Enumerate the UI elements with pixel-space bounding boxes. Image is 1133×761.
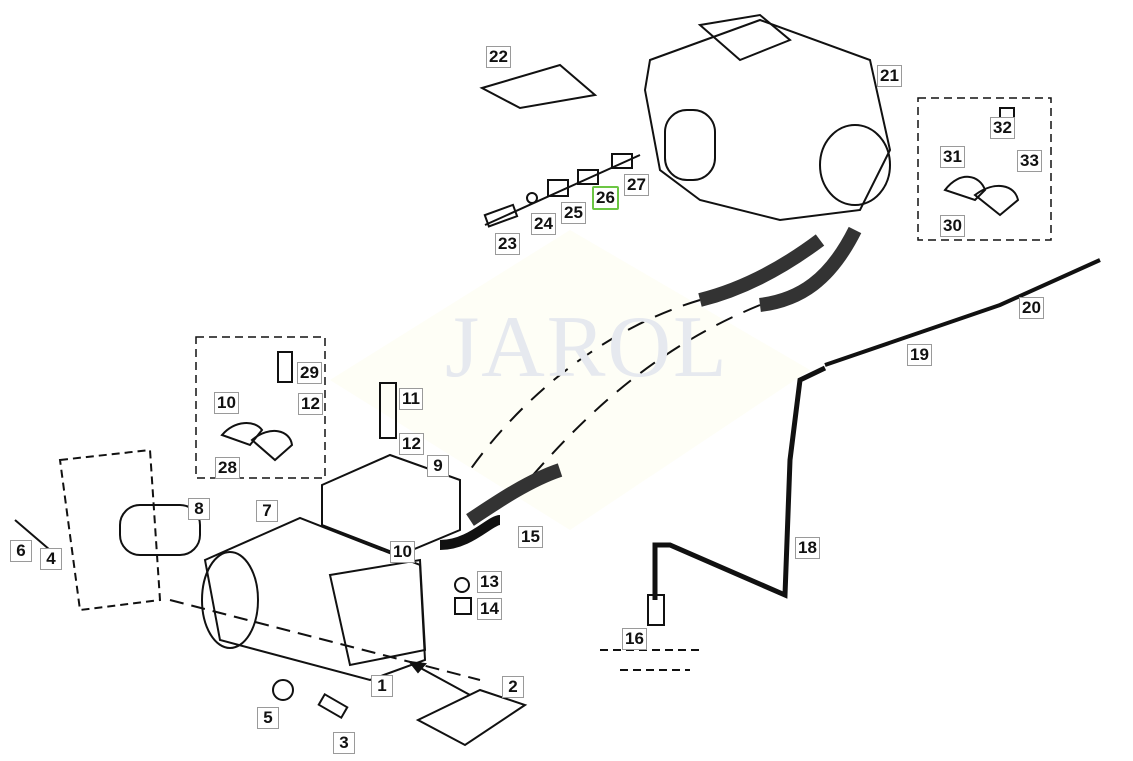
part-label-8[interactable]: 8 xyxy=(188,498,210,520)
part-label-19[interactable]: 19 xyxy=(907,344,932,366)
part-label-15[interactable]: 15 xyxy=(518,526,543,548)
part-label-3[interactable]: 3 xyxy=(333,732,355,754)
part-label-24[interactable]: 24 xyxy=(531,213,556,235)
part-label-10[interactable]: 10 xyxy=(214,392,239,414)
part-label-11[interactable]: 11 xyxy=(399,388,423,410)
part-label-32[interactable]: 32 xyxy=(990,117,1015,139)
part-label-4[interactable]: 4 xyxy=(40,548,62,570)
part-label-20[interactable]: 20 xyxy=(1019,297,1044,319)
part-label-21[interactable]: 21 xyxy=(877,65,902,87)
part-label-27[interactable]: 27 xyxy=(624,174,649,196)
part-label-14[interactable]: 14 xyxy=(477,598,502,620)
part-label-1[interactable]: 1 xyxy=(371,675,393,697)
part-label-13[interactable]: 13 xyxy=(477,571,502,593)
part-label-7[interactable]: 7 xyxy=(256,500,278,522)
hydraulic-pump-21 xyxy=(643,13,892,222)
part-label-6[interactable]: 6 xyxy=(10,540,32,562)
part-label-23[interactable]: 23 xyxy=(495,233,520,255)
part-label-5[interactable]: 5 xyxy=(257,707,279,729)
part-label-30[interactable]: 30 xyxy=(940,215,965,237)
part-label-26-selected[interactable]: 26 xyxy=(592,186,619,210)
part-label-18[interactable]: 18 xyxy=(795,537,820,559)
part-label-16[interactable]: 16 xyxy=(622,628,647,650)
part-label-22[interactable]: 22 xyxy=(486,46,511,68)
part-label-31[interactable]: 31 xyxy=(940,146,965,168)
watermark: JAROL xyxy=(445,299,729,396)
part-label-28[interactable]: 28 xyxy=(215,457,240,479)
part-label-12[interactable]: 12 xyxy=(399,433,424,455)
part-label-10[interactable]: 10 xyxy=(390,541,415,563)
hydraulic-motor-1 xyxy=(201,516,427,682)
part-label-9[interactable]: 9 xyxy=(427,455,449,477)
part-label-25[interactable]: 25 xyxy=(561,202,586,224)
part-label-29[interactable]: 29 xyxy=(297,362,322,384)
part-label-33[interactable]: 33 xyxy=(1017,150,1042,172)
part-label-2[interactable]: 2 xyxy=(502,676,524,698)
fitting-row-23-27 xyxy=(483,153,641,228)
part-label-12[interactable]: 12 xyxy=(298,393,323,415)
